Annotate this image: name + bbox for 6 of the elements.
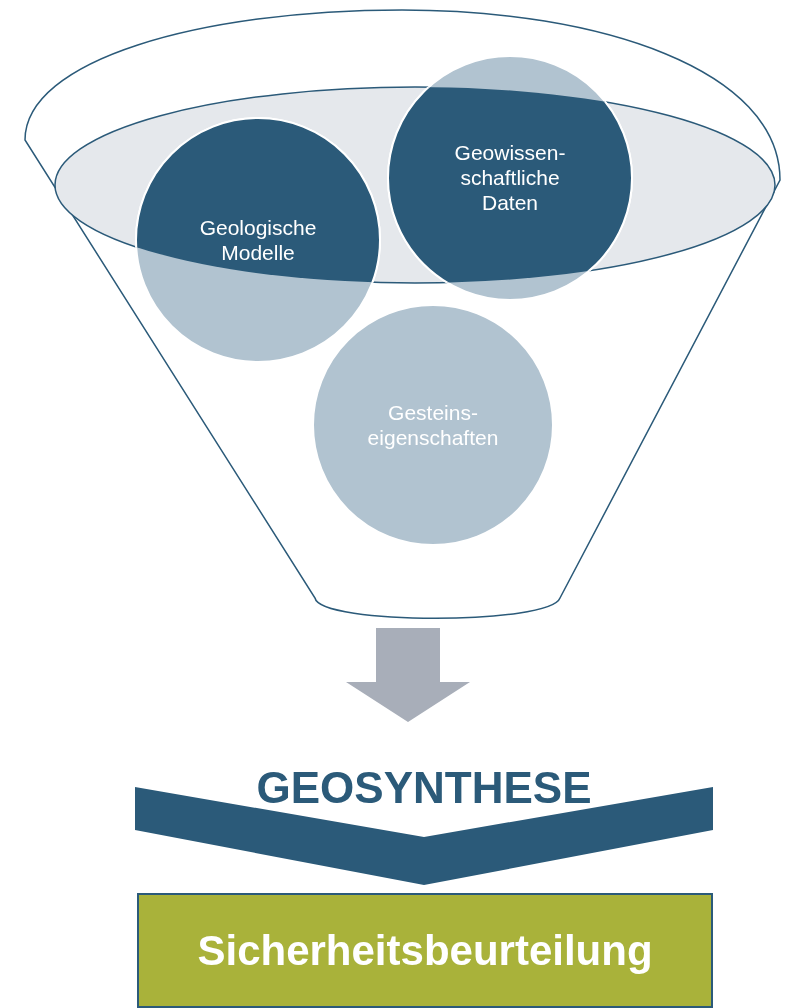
circle-label: Geologische Modelle <box>198 214 318 266</box>
circle-label: Geowissen- schaftliche Daten <box>453 140 567 216</box>
result-box: Sicherheitsbeurteilung <box>137 893 713 1008</box>
circle-label: Gesteins- eigenschaften <box>366 399 500 451</box>
heading: GEOSYNTHESE <box>255 762 593 814</box>
block-arrow <box>346 628 470 722</box>
